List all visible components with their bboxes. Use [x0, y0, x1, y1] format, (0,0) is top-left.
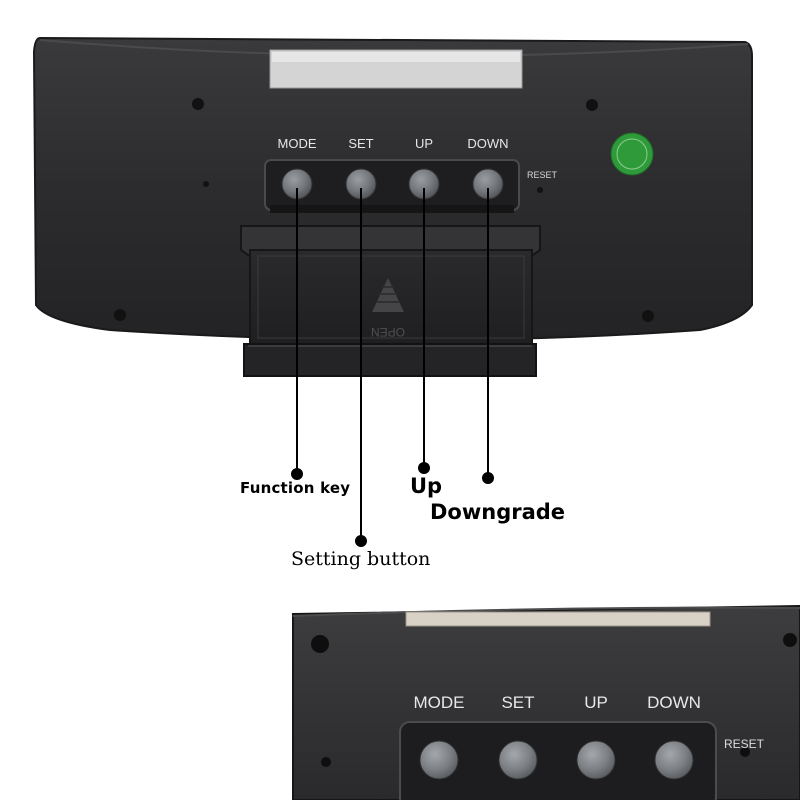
- downgrade-callout: Downgrade: [430, 500, 566, 524]
- screw-hole: [114, 309, 126, 321]
- closeup-mode-label: MODE: [414, 693, 465, 712]
- closeup-up-button[interactable]: [576, 740, 616, 780]
- up-label: UP: [415, 136, 433, 151]
- setting-button-callout: Setting button: [291, 548, 431, 570]
- closeup-up-label: UP: [584, 693, 608, 712]
- closeup-button-recess: [399, 721, 717, 800]
- clock-back-top: MODE SET UP DOWN RESET OPEN: [32, 36, 753, 377]
- mode-label: MODE: [278, 136, 317, 151]
- up-callout: Up: [410, 474, 443, 498]
- screw-hole: [642, 310, 654, 322]
- set-label: SET: [348, 136, 373, 151]
- closeup-down-button[interactable]: [654, 740, 694, 780]
- open-arrow-icon: [372, 278, 404, 312]
- screw-hole: [192, 98, 204, 110]
- closeup-set-label: SET: [501, 693, 534, 712]
- down-label: DOWN: [467, 136, 508, 151]
- function-key-callout: Function key: [240, 479, 351, 497]
- stand-open-text: OPEN: [371, 325, 405, 339]
- reset-label: RESET: [527, 170, 558, 180]
- screw-hole: [586, 99, 598, 111]
- callout-lines: [291, 188, 494, 547]
- closeup-display-window: [405, 611, 711, 627]
- closeup-reset-label: RESET: [724, 737, 765, 751]
- closeup-mode-button[interactable]: [419, 740, 459, 780]
- clock-back-closeup: MODE SET UP DOWN RESET: [292, 604, 800, 800]
- closeup-set-button[interactable]: [498, 740, 538, 780]
- closeup-down-label: DOWN: [647, 693, 701, 712]
- kickstand[interactable]: OPEN: [240, 225, 541, 377]
